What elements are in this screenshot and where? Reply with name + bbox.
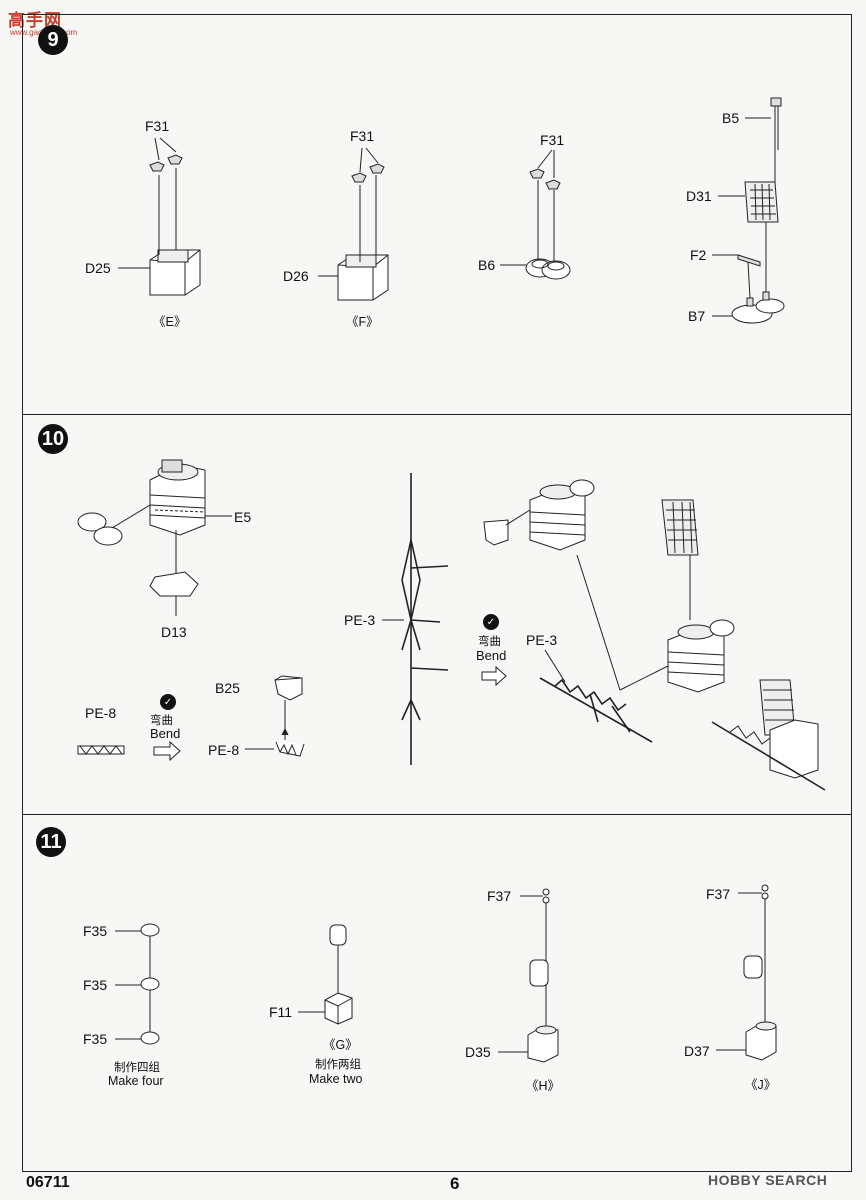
part-b6-drawing	[525, 258, 571, 280]
label-d25: D25	[85, 260, 111, 276]
label-d13: D13	[161, 624, 187, 640]
part-d13-drawing	[149, 571, 199, 597]
bend-label-cn: 弯曲	[478, 636, 501, 648]
part-pe3-mast-drawing	[401, 473, 449, 765]
tower-assembly-drawing	[529, 479, 595, 551]
label-f31: F31	[145, 118, 170, 134]
make-four-en: Make four	[108, 1074, 164, 1088]
bend-label-en: Bend	[150, 726, 181, 741]
radar-plate-drawing	[661, 499, 699, 556]
label-pe3: PE-3	[344, 612, 376, 628]
label-b7: B7	[688, 308, 706, 324]
bend-label-cn: 弯曲	[150, 715, 173, 727]
page-frame	[22, 14, 852, 1172]
part-f11-drawing	[324, 924, 353, 1025]
label-d26: D26	[283, 268, 309, 284]
part-d37-drawing	[738, 884, 777, 1061]
part-pe8-bent-drawing	[275, 741, 305, 757]
bend-label-en: Bend	[476, 648, 507, 663]
label-d35: D35	[465, 1044, 491, 1060]
product-code: 06711	[26, 1174, 70, 1191]
subassembly-g: 《G》	[323, 1038, 358, 1052]
finished-mast-drawing	[711, 679, 826, 791]
label-f11: F11	[269, 1004, 293, 1020]
bend-icon: ✓	[483, 614, 499, 630]
part-f35-stack-drawing	[140, 923, 160, 1045]
bridge-assembly-drawing	[149, 459, 206, 536]
bend-icon: ✓	[160, 694, 176, 710]
part-b6-small-drawing	[77, 512, 123, 546]
section-divider	[22, 414, 852, 415]
bridge-mast-drawing	[667, 619, 735, 693]
label-b6: B6	[478, 257, 496, 273]
label-d31: D31	[686, 188, 712, 204]
make-four-cn: 制作四组	[114, 1062, 160, 1074]
hobby-search-watermark: HOBBY SEARCH	[708, 1172, 828, 1188]
step-10-badge: 10	[38, 424, 68, 454]
label-b25: B25	[215, 680, 240, 696]
page-number: 6	[450, 1174, 460, 1193]
label-b5: B5	[722, 110, 740, 126]
label-f31: F31	[350, 128, 375, 144]
label-f35: F35	[83, 1031, 108, 1047]
part-d31-drawing	[744, 181, 779, 223]
part-d26-drawing	[337, 254, 389, 301]
part-pe8-flat-drawing	[77, 745, 125, 755]
section-divider	[22, 814, 852, 815]
label-f35: F35	[83, 977, 108, 993]
subassembly-e: 《E》	[153, 315, 187, 329]
make-two-en: Make two	[309, 1072, 363, 1086]
label-f31: F31	[540, 132, 565, 148]
label-f35: F35	[83, 923, 108, 939]
label-f37: F37	[706, 886, 731, 902]
part-b25-drawing	[274, 675, 303, 701]
label-pe8-bent: PE-8	[208, 742, 240, 758]
label-f2: F2	[690, 247, 707, 263]
subassembly-h: 《H》	[526, 1079, 561, 1093]
step-11-badge: 11	[36, 827, 66, 857]
part-pe3-bent-drawing	[539, 677, 653, 743]
label-d37: D37	[684, 1043, 710, 1059]
label-pe8: PE-8	[85, 705, 117, 721]
subassembly-j: 《J》	[745, 1078, 777, 1092]
part-d35-drawing	[520, 888, 559, 1063]
step-9-badge: 9	[38, 25, 68, 55]
part-b7-drawing	[731, 291, 785, 324]
label-f37: F37	[487, 888, 512, 904]
make-two-cn: 制作两组	[315, 1059, 361, 1071]
label-e5: E5	[234, 509, 252, 525]
subassembly-f: 《F》	[346, 315, 379, 329]
part-d25-drawing	[149, 249, 201, 296]
label-pe3-bent: PE-3	[526, 632, 558, 648]
